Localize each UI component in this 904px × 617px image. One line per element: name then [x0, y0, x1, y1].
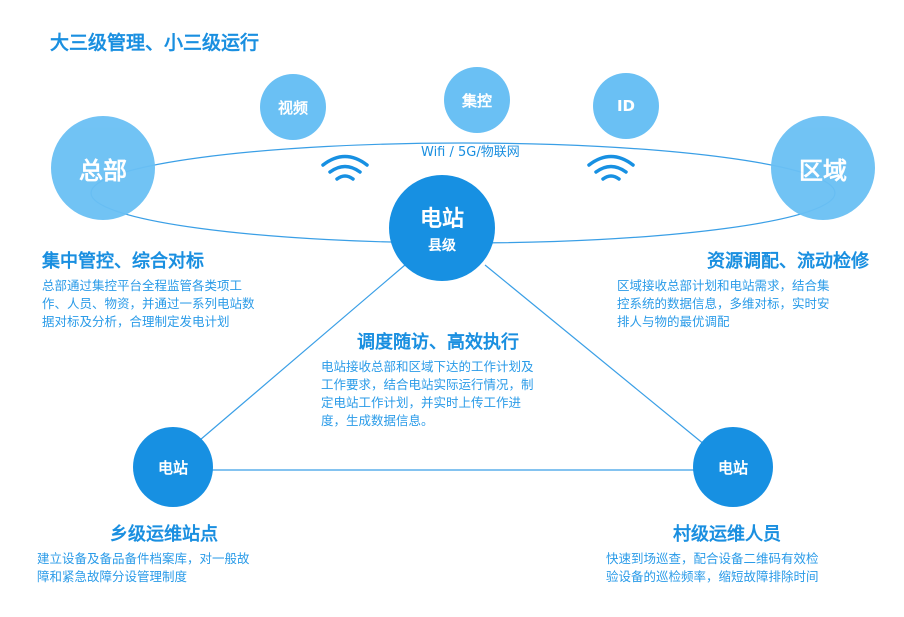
section-text: 工作要求，结合电站实际运行情况，制 [321, 377, 534, 392]
node-station-right: 电站 [693, 427, 773, 507]
node-station-left: 电站 [133, 427, 213, 507]
node-region-label: 区域 [799, 156, 847, 185]
section-heading: 调度随访、高效执行 [357, 332, 519, 353]
wifi-icon [587, 154, 635, 181]
link-right [484, 264, 706, 446]
section-station: 调度随访、高效执行 电站接收总部和区域下达的工作计划及 工作要求，结合电站实际运… [321, 328, 534, 430]
node-id-label: ID [616, 97, 636, 115]
section-text: 控系统的数据信息，多维对标，实时安 [617, 296, 830, 311]
node-central-control-label: 集控 [461, 91, 492, 110]
section-heading: 乡级运维站点 [110, 524, 218, 545]
section-text: 电站接收总部和区域下达的工作计划及 [321, 359, 534, 374]
section-text: 快速到场巡查，配合设备二维码有效检 [606, 551, 819, 566]
section-text: 总部通过集控平台全程监管各类项工 [42, 278, 243, 293]
section-hq: 集中管控、综合对标 总部通过集控平台全程监管各类项工 作、人员、物资，并通过一系… [42, 247, 255, 331]
link-left [199, 264, 406, 441]
node-hq: 总部 [51, 116, 155, 220]
section-region: 资源调配、流动检修 区域接收总部计划和电站需求，结合集 控系统的数据信息，多维对… [617, 247, 869, 331]
network-label: Wifi / 5G/物联网 [421, 145, 520, 160]
section-text: 排人与物的最优调配 [617, 314, 730, 329]
section-text: 作、人员、物资，并通过一系列电站数 [42, 296, 255, 311]
section-text: 度，生成数据信息。 [321, 413, 434, 428]
node-video-label: 视频 [277, 98, 308, 117]
section-text: 验设备的巡检频率，缩短故障排除时间 [606, 569, 819, 584]
section-text: 定电站工作计划，并实时上传工作进 [321, 395, 522, 410]
section-heading: 村级运维人员 [673, 524, 781, 545]
node-video: 视频 [260, 74, 326, 140]
section-text: 区域接收总部计划和电站需求，结合集 [617, 278, 830, 293]
section-text: 建立设备及备品备件档案库，对一般故 [37, 551, 250, 566]
node-station-main-label: 电站 [419, 207, 464, 232]
section-text: 障和紧急故障分设管理制度 [37, 569, 188, 584]
section-heading: 资源调配、流动检修 [707, 251, 869, 272]
node-station-right-label: 电站 [717, 458, 748, 477]
section-heading: 集中管控、综合对标 [42, 251, 204, 272]
node-station-left-label: 电站 [157, 458, 188, 477]
page-title: 大三级管理、小三级运行 [50, 32, 260, 54]
node-station-main: 电站 县级 [389, 175, 495, 281]
node-hq-label: 总部 [79, 156, 127, 185]
section-text: 据对标及分析，合理制定发电计划 [42, 314, 230, 329]
node-central-control: 集控 [444, 67, 510, 133]
node-id: ID [593, 73, 659, 139]
node-region: 区域 [771, 116, 875, 220]
section-township: 乡级运维站点 建立设备及备品备件档案库，对一般故 障和紧急故障分设管理制度 [37, 520, 250, 586]
wifi-icon [321, 154, 369, 181]
section-village: 村级运维人员 快速到场巡查，配合设备二维码有效检 验设备的巡检频率，缩短故障排除… [606, 520, 819, 586]
node-station-main-sublabel: 县级 [428, 238, 456, 254]
